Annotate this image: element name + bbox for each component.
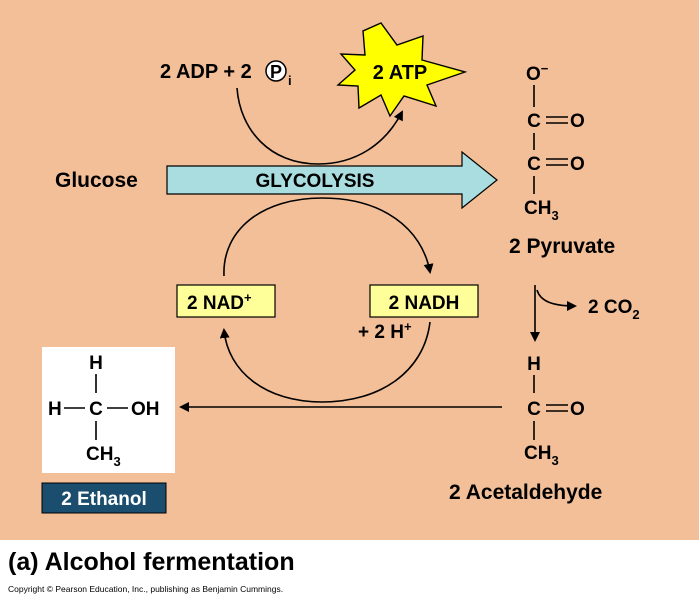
nad-to-nadh-arc-arrow [223, 197, 434, 277]
hydrogen-label: + 2 H+ [358, 319, 412, 343]
atp-arc-arrow [236, 87, 403, 165]
adp-label: 2 ADP + 2 [160, 61, 252, 83]
acetaldehyde-h: H [527, 354, 541, 375]
ethanol-oh: OH [131, 399, 160, 420]
acetaldehyde-c: C [527, 399, 541, 420]
figure-caption: (a) Alcohol fermentation [8, 548, 295, 576]
pyruvate-o2: O [570, 154, 585, 175]
pyruvate-o1: O [570, 111, 585, 132]
glycolysis-arrow [166, 150, 498, 210]
pyruvate-ch3: CH3 [524, 198, 559, 223]
atp-burst [336, 22, 468, 118]
glucose-label: Glucose [55, 169, 138, 192]
co2-label: 2 CO2 [588, 297, 640, 322]
phosphate-circle [265, 60, 287, 82]
phosphate-symbol: P [270, 62, 282, 82]
pyruvate-c1: C [527, 111, 541, 132]
nadh-label: 2 NADH [389, 293, 460, 314]
ethanol-label: 2 Ethanol [61, 489, 147, 510]
ethanol-structure-box [42, 347, 175, 473]
ethanol-ch3: CH3 [86, 444, 121, 469]
nad-label: 2 NAD+ [187, 290, 252, 314]
co2-release-arrow [536, 289, 577, 311]
glycolysis-label: GLYCOLYSIS [256, 171, 375, 192]
nad-box [176, 284, 276, 318]
acetaldehyde-o: O [570, 399, 585, 420]
atp-label: 2 ATP [373, 62, 427, 84]
fermentation-scheme: GLYCOLYSIS Glucose 2 ADP + 2 P i 2 ATP 2… [41, 22, 640, 514]
pyruvate-o-minus: O− [526, 61, 549, 85]
pyruvate-label: 2 Pyruvate [509, 235, 615, 258]
ethanol-h-left: H [48, 399, 62, 420]
nadh-box [369, 284, 479, 318]
ethanol-h-top: H [89, 353, 103, 374]
ethanol-c: C [89, 399, 103, 420]
phosphate-subscript: i [288, 73, 292, 88]
copyright-notice: Copyright © Pearson Education, Inc., pub… [8, 584, 284, 594]
ethanol-label-box [41, 482, 167, 514]
acetaldehyde-label: 2 Acetaldehyde [449, 481, 602, 504]
acetaldehyde-ch3: CH3 [524, 443, 559, 468]
pyruvate-c2: C [527, 154, 541, 175]
nadh-to-nad-arc-arrow [219, 321, 431, 403]
